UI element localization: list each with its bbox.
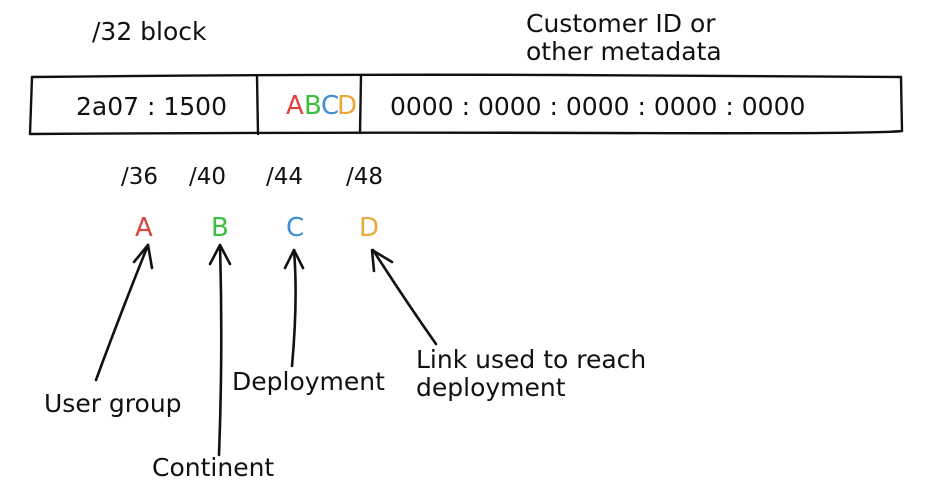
field-letter-c: C — [286, 213, 304, 243]
address-letter-a: A — [286, 91, 304, 121]
field-letter-d: D — [359, 213, 379, 243]
mask-40: /40 — [189, 164, 226, 190]
metadata-label-line2: other metadata — [526, 37, 722, 66]
address-suffix: 0000 : 0000 : 0000 : 0000 : 0000 — [390, 92, 805, 121]
address-box-divider-1 — [255, 74, 260, 136]
label-link-line1: Link used to reach — [416, 345, 646, 374]
address-box-divider-2 — [358, 74, 363, 135]
field-letter-a: A — [135, 213, 153, 243]
arrow-user-group — [94, 243, 154, 382]
address-letter-b: B — [304, 91, 322, 121]
address-box-left-edge — [28, 75, 34, 136]
address-letter-d: D — [337, 91, 357, 121]
address-prefix: 2a07 : 1500 — [76, 92, 227, 121]
label-user-group: User group — [44, 389, 182, 418]
mask-48: /48 — [346, 164, 383, 190]
arrow-link — [370, 248, 438, 346]
mask-44: /44 — [266, 164, 303, 190]
label-link-line2: deployment — [416, 373, 566, 402]
label-continent: Continent — [152, 453, 274, 482]
arrow-deployment — [283, 248, 305, 368]
metadata-label-line1: Customer ID or — [526, 9, 716, 38]
address-box — [28, 73, 904, 136]
address-box-right-edge — [899, 75, 904, 133]
mask-36: /36 — [121, 164, 158, 190]
address-box-bottom-edge — [28, 129, 904, 136]
address-letter-c: C — [321, 91, 339, 121]
block-size-label: /32 block — [92, 17, 207, 46]
address-box-top-edge — [30, 73, 903, 79]
label-deployment: Deployment — [232, 367, 385, 396]
arrow-continent — [208, 243, 232, 457]
field-letter-b: B — [211, 213, 229, 243]
